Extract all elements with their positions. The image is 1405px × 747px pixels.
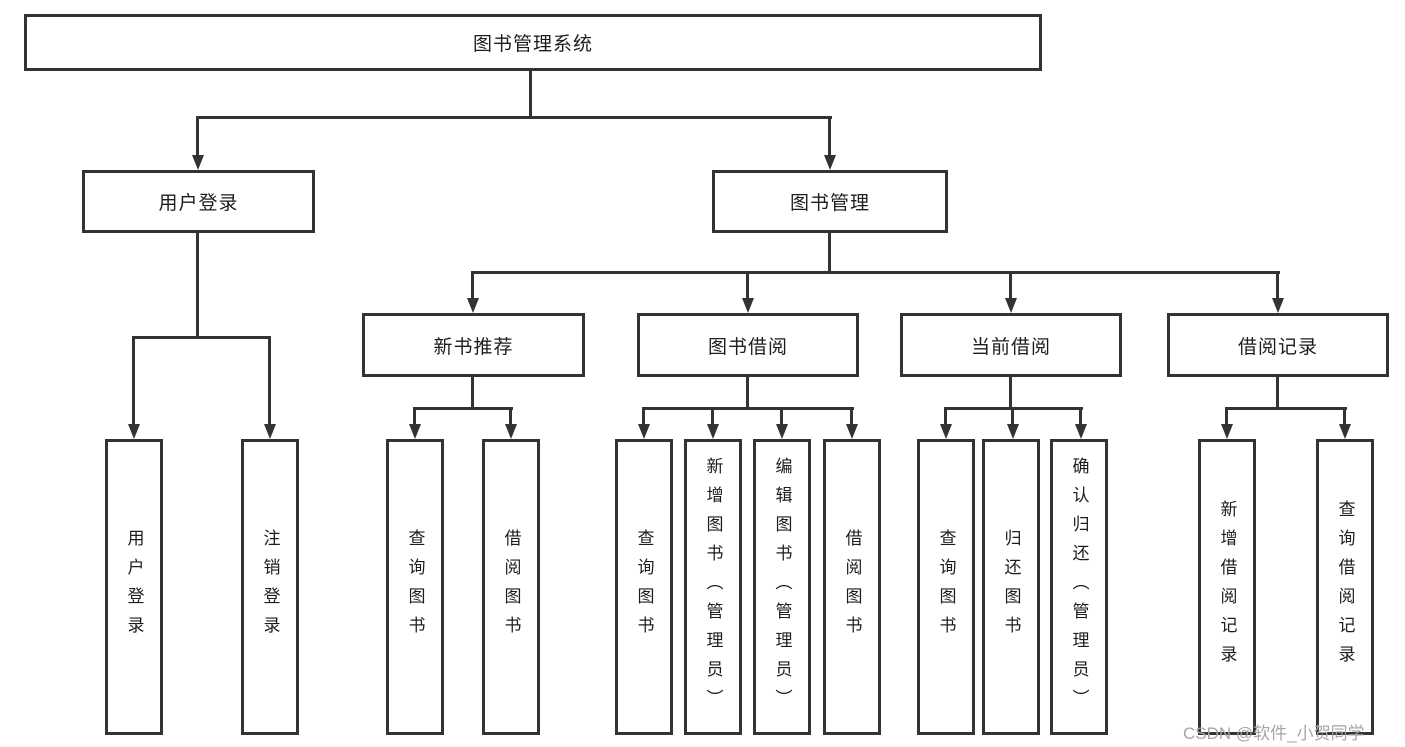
leaf-user-login-label: 用户登录 (124, 529, 144, 645)
leaf-borrow-add-books-admin-label: 新增图书（管理员） (703, 456, 723, 718)
leaf-user-login: 用户登录 (105, 439, 163, 735)
leaf-logout-label: 注销登录 (260, 529, 280, 645)
connector-line (642, 409, 645, 425)
connector-line (1276, 273, 1279, 299)
connector-line (471, 377, 474, 410)
arrow-down-icon (192, 155, 204, 170)
arrow-down-icon (128, 424, 140, 439)
arrow-down-icon (1005, 298, 1017, 313)
node-book-borrow: 图书借阅 (637, 313, 859, 377)
connector-line (1009, 273, 1012, 299)
connector-line (196, 233, 199, 339)
leaf-borrow-edit-books-admin: 编辑图书（管理员） (753, 439, 811, 735)
node-book-borrow-label: 图书借阅 (707, 336, 788, 358)
connector-line (268, 338, 271, 424)
leaf-borrow-query-books: 查询图书 (615, 439, 673, 735)
connector-line (132, 338, 135, 424)
node-book-management: 图书管理 (712, 170, 948, 233)
leaf-borrow-add-books-admin: 新增图书（管理员） (684, 439, 742, 735)
node-current-borrow: 当前借阅 (900, 313, 1122, 377)
arrow-down-icon (1272, 298, 1284, 313)
node-new-book-recommend: 新书推荐 (362, 313, 585, 377)
leaf-logout: 注销登录 (241, 439, 299, 735)
connector-line (944, 409, 947, 425)
arrow-down-icon (505, 424, 517, 439)
leaf-current-confirm-return-admin: 确认归还（管理员） (1050, 439, 1108, 735)
connector-line (1009, 377, 1012, 410)
arrow-down-icon (638, 424, 650, 439)
node-user-login-label: 用户登录 (158, 193, 239, 214)
leaf-records-query-record-label: 查询借阅记录 (1335, 500, 1355, 674)
connector-line (850, 409, 853, 425)
arrow-down-icon (467, 298, 479, 313)
connector-line (1011, 409, 1014, 425)
connector-line (196, 116, 832, 119)
connector-line (1276, 377, 1279, 410)
connector-line (746, 273, 749, 299)
node-current-borrow-label: 当前借阅 (970, 336, 1051, 358)
node-user-login: 用户登录 (82, 170, 315, 233)
connector-line (1225, 407, 1347, 410)
leaf-records-query-record: 查询借阅记录 (1316, 439, 1374, 735)
connector-line (642, 407, 854, 410)
leaf-records-add-record: 新增借阅记录 (1198, 439, 1256, 735)
leaf-records-add-record-label: 新增借阅记录 (1217, 500, 1237, 674)
connector-line (746, 377, 749, 410)
arrow-down-icon (1221, 424, 1233, 439)
connector-line (471, 273, 474, 299)
connector-line (1343, 409, 1346, 425)
connector-line (413, 409, 416, 425)
arrow-down-icon (1007, 424, 1019, 439)
node-library-system: 图书管理系统 (24, 14, 1042, 71)
leaf-borrow-query-books-label: 查询图书 (634, 529, 654, 645)
csdn-watermark: CSDN @软件_小贺同学 (1183, 724, 1365, 743)
connector-line (196, 118, 199, 157)
connector-line (509, 409, 512, 425)
arrow-down-icon (1339, 424, 1351, 439)
connector-line (711, 409, 714, 425)
connector-line (780, 409, 783, 425)
node-library-system-label: 图书管理系统 (472, 34, 593, 55)
connector-line (471, 271, 1280, 274)
arrow-down-icon (846, 424, 858, 439)
arrow-down-icon (824, 155, 836, 170)
node-new-book-recommend-label: 新书推荐 (433, 336, 514, 358)
connector-line (1079, 409, 1082, 425)
arrow-down-icon (742, 298, 754, 313)
node-borrow-records-label: 借阅记录 (1237, 336, 1318, 358)
leaf-current-confirm-return-admin-label: 确认归还（管理员） (1069, 456, 1089, 718)
connector-line (944, 407, 1083, 410)
leaf-recommend-borrow-books: 借阅图书 (482, 439, 540, 735)
arrow-down-icon (409, 424, 421, 439)
leaf-current-return-books-label: 归还图书 (1001, 529, 1021, 645)
arrow-down-icon (1075, 424, 1087, 439)
leaf-current-return-books: 归还图书 (982, 439, 1040, 735)
leaf-recommend-query-books-label: 查询图书 (405, 529, 425, 645)
connector-line (132, 336, 271, 339)
leaf-current-query-books: 查询图书 (917, 439, 975, 735)
leaf-recommend-query-books: 查询图书 (386, 439, 444, 735)
leaf-current-query-books-label: 查询图书 (936, 529, 956, 645)
arrow-down-icon (264, 424, 276, 439)
arrow-down-icon (707, 424, 719, 439)
arrow-down-icon (940, 424, 952, 439)
leaf-recommend-borrow-books-label: 借阅图书 (501, 529, 521, 645)
connector-line (413, 407, 513, 410)
connector-line (1225, 409, 1228, 425)
leaf-borrow-borrow-books-label: 借阅图书 (842, 529, 862, 645)
connector-line (828, 233, 831, 274)
connector-line (828, 118, 831, 157)
connector-line (529, 71, 532, 119)
node-borrow-records: 借阅记录 (1167, 313, 1389, 377)
leaf-borrow-borrow-books: 借阅图书 (823, 439, 881, 735)
arrow-down-icon (776, 424, 788, 439)
leaf-borrow-edit-books-admin-label: 编辑图书（管理员） (772, 456, 792, 718)
node-book-management-label: 图书管理 (789, 193, 870, 214)
